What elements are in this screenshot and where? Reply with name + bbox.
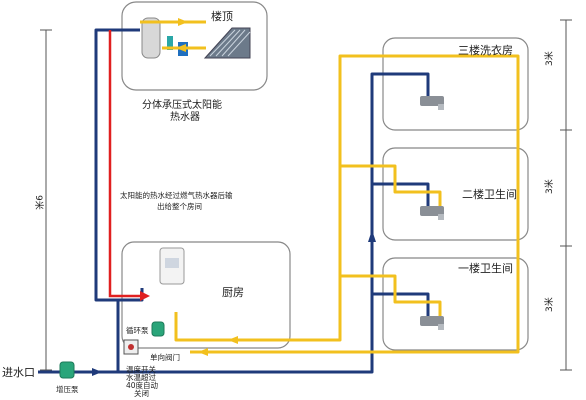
note-label-2: 出给整个房间	[157, 201, 202, 211]
booster-pump-icon	[59, 361, 75, 379]
total-height-label: 9米	[33, 195, 45, 210]
inlet-label: 进水口	[2, 366, 35, 379]
cold-water-main-pipe	[38, 28, 140, 374]
floor-2-height-label: 3米	[543, 179, 555, 194]
floor-3-height-label: 3米	[543, 51, 555, 66]
cold-water-branch-3f	[372, 72, 430, 98]
solar-water-heater-icon	[141, 17, 251, 59]
hot-water-loop-pipe-1f	[340, 274, 442, 320]
cold-water-branch-1f	[372, 292, 430, 318]
solar-heater-label-2: 热水器	[170, 110, 200, 123]
right-arrow-icon	[92, 368, 102, 376]
laundry-3f-label: 三楼洗衣房	[458, 43, 513, 57]
floor-1-height-label: 3米	[543, 297, 555, 312]
faucet-icon-3f	[420, 96, 444, 110]
up-arrow-icon	[368, 230, 376, 242]
cold-water-branch-2f	[372, 182, 430, 208]
red-arrow-icon	[140, 291, 150, 301]
solar-arrow-yellow-icon	[178, 18, 188, 26]
hot-water-loop-pipe	[174, 54, 520, 342]
check-valve-label: 单向阀门	[150, 352, 180, 362]
faucet-icon-1f	[420, 316, 444, 330]
temp-switch-label-2: 水温超过	[126, 372, 156, 382]
rooftop-room	[121, 1, 268, 91]
faucet-icon-2f	[420, 206, 444, 220]
bathroom-room-2f	[382, 147, 529, 241]
booster-pump-label: 增压泵	[56, 384, 79, 394]
hot-water-loop-pipe-2f	[340, 164, 442, 210]
left-arrow-yellow-icon	[228, 336, 238, 344]
hot-water-return-pipe	[190, 130, 520, 354]
note-label-1: 太阳能的热水经过燃气热水器后输	[120, 190, 233, 200]
bathroom-room-1f	[382, 257, 529, 351]
cold-water-heater-feed	[96, 288, 144, 302]
solar-arrow-yellow-icon-2	[176, 44, 186, 52]
solar-to-heater-pipe	[108, 30, 140, 298]
rooftop-label: 楼顶	[211, 9, 233, 23]
left-arrow-yellow-icon-2	[198, 348, 208, 356]
circulation-pump-label: 循环泵	[126, 325, 149, 335]
kitchen-label: 厨房	[222, 286, 244, 299]
bathroom-2f-label: 二楼卫生间	[462, 187, 517, 201]
gas-water-heater-icon	[159, 247, 185, 285]
temp-switch-icon	[123, 339, 139, 355]
temp-switch-label-3: 40度自动	[126, 380, 159, 390]
solar-heater-label-1: 分体承压式太阳能	[142, 98, 222, 111]
bathroom-1f-label: 一楼卫生间	[458, 261, 513, 275]
circulation-pump-icon	[151, 321, 165, 337]
temp-switch-label-1: 温度开关	[126, 364, 156, 374]
temp-switch-label-4: 关闭	[134, 388, 149, 398]
laundry-room-3f	[382, 37, 529, 131]
